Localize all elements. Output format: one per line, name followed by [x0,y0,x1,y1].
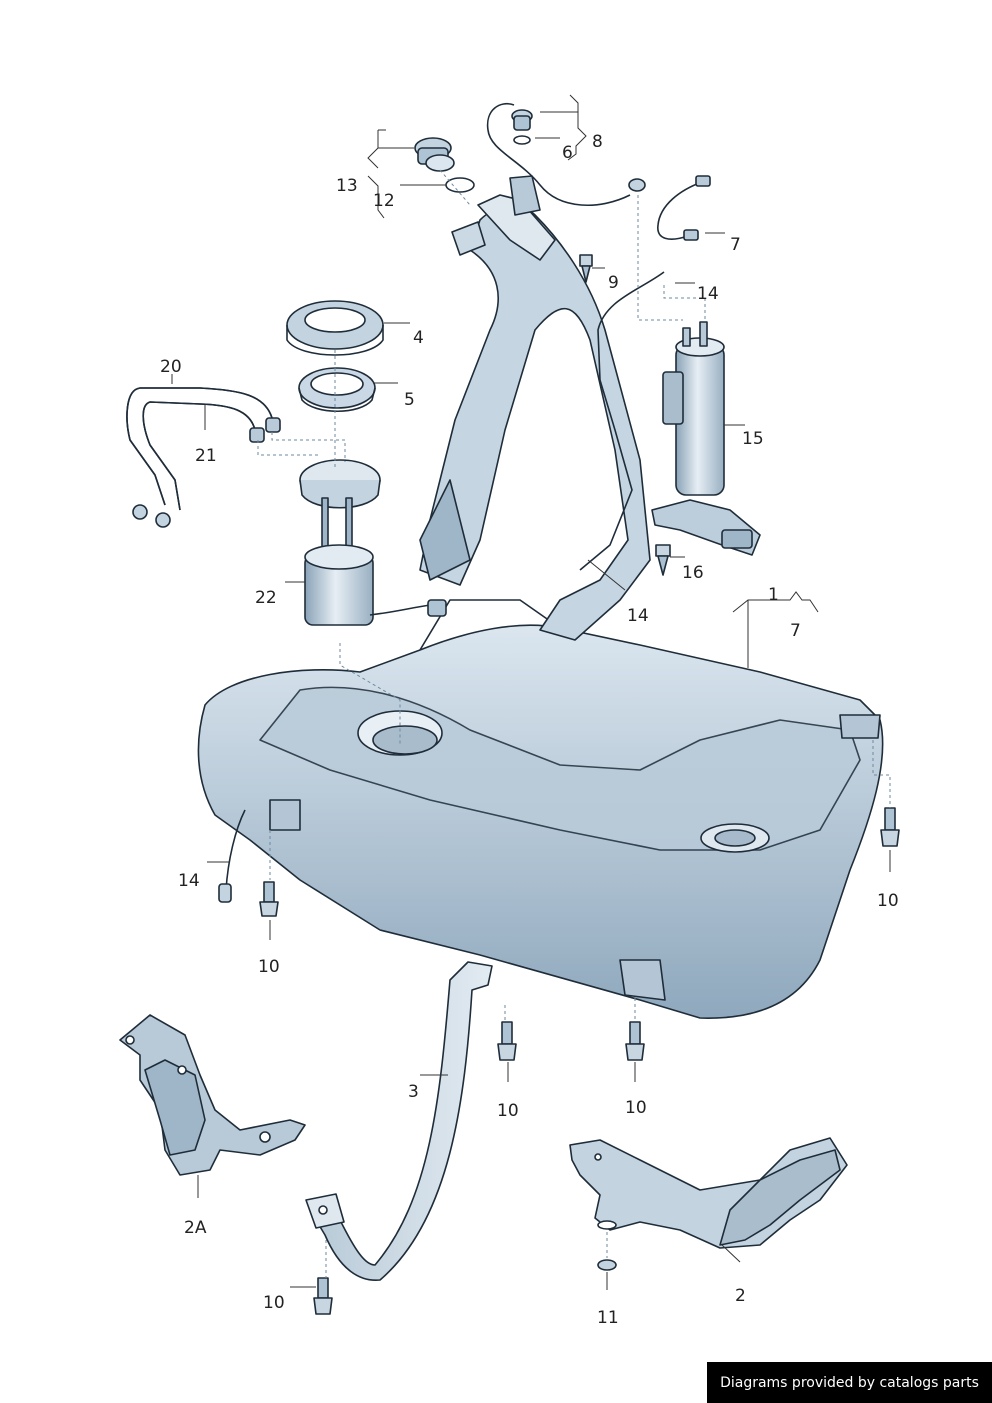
heat-shield-2 [569,1137,848,1249]
bolt-10-strap [497,1021,517,1061]
bolt-10-bottom [313,1277,333,1315]
callout-10-bottom: 10 [263,1293,285,1313]
screw-16 [655,544,671,576]
callout-4: 4 [413,328,424,348]
callout-labels: 1 7 13 12 8 6 7 9 14 4 5 15 16 14 20 21 … [160,132,899,1328]
vent-line [579,271,665,571]
assembly-lines [257,169,891,1278]
tank-strap [305,961,493,1281]
bolt-10-right [880,807,900,847]
callout-11: 11 [597,1308,619,1328]
callout-10-center: 10 [625,1098,647,1118]
callout-14-left: 14 [178,871,200,891]
callout-10-right: 10 [877,891,899,911]
callout-1: 1 [768,585,779,605]
callout-2a: 2A [184,1218,207,1238]
leader-lines [171,94,891,1290]
callout-9: 9 [608,273,619,293]
fuel-lines [126,387,281,528]
callout-2: 2 [735,1286,746,1306]
filler-seal-ring [445,177,475,193]
heat-shield-2a [119,1014,306,1176]
callout-6: 6 [562,143,573,163]
callout-7-tank: 7 [790,621,801,641]
callout-8: 8 [592,132,603,152]
pump-seal [298,367,376,413]
callout-10-left: 10 [258,957,280,977]
callout-21: 21 [195,446,217,466]
callout-7-sensor: 7 [730,235,741,255]
breather-valve [486,103,646,207]
callout-12: 12 [373,191,395,211]
bolt-10-center [625,1021,645,1061]
callout-14-mid: 14 [627,606,649,626]
callout-16: 16 [682,563,704,583]
callout-15: 15 [742,429,764,449]
fuel-pump [299,459,447,626]
washer-11 [597,1259,617,1271]
callout-5: 5 [404,390,415,410]
drain-tube [225,809,246,891]
locking-ring [286,300,384,356]
callout-3: 3 [408,1082,419,1102]
filler-cap [414,137,455,172]
filler-neck [419,175,651,641]
screw-9 [579,254,593,283]
bolt-10-left [259,881,279,917]
carbon-canister [651,321,761,556]
credit-banner: Diagrams provided by catalogs parts [707,1362,992,1403]
callout-13: 13 [336,176,358,196]
callout-20: 20 [160,357,182,377]
callout-14-top: 14 [697,284,719,304]
callout-10-strap: 10 [497,1101,519,1121]
fuel-tank [197,599,884,1019]
credit-text: Diagrams provided by catalogs parts [720,1374,979,1391]
sensor-wire [657,175,711,241]
callout-22: 22 [255,588,277,608]
